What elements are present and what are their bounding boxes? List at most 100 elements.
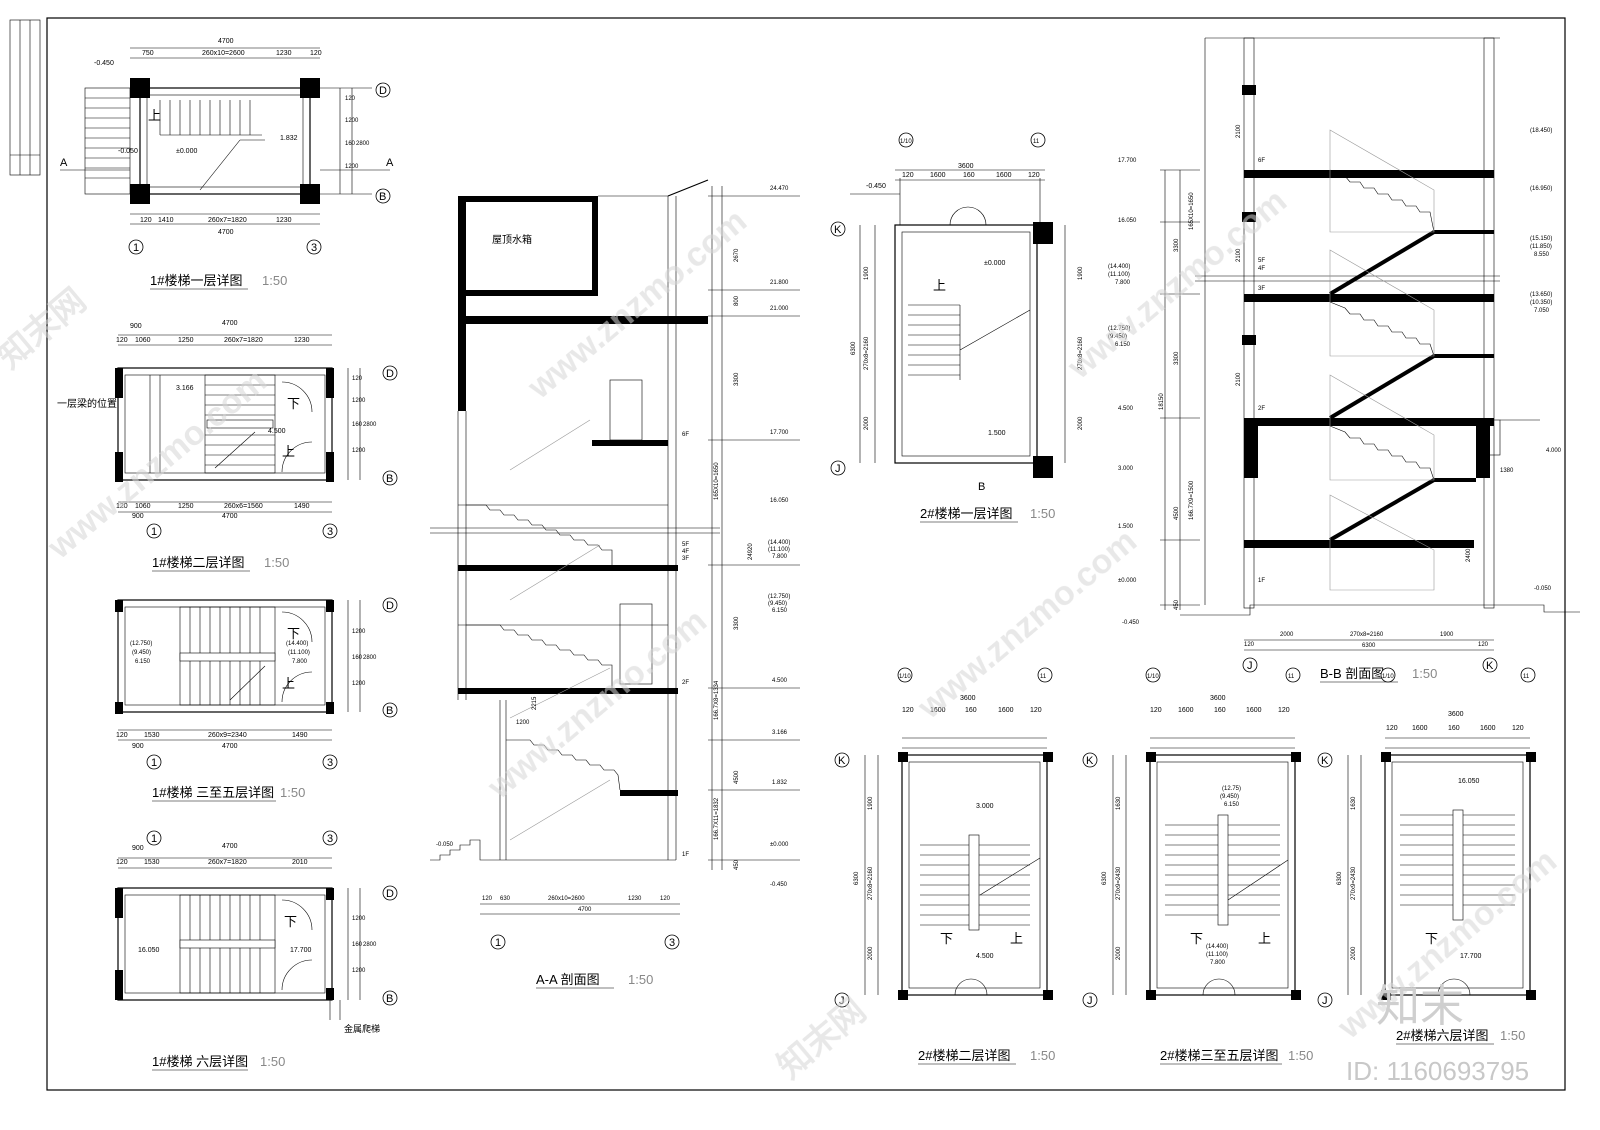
dim-120: 120 [660,896,671,902]
column [300,78,320,98]
elevation: 6.150 [772,608,788,614]
elevation: 3.166 [772,730,788,736]
dim-120: 120 [352,376,363,382]
grid-11: 11 [1033,139,1040,145]
elevation: 7.800 [292,659,308,665]
elevation: 21.000 [770,306,789,312]
elevation: -0.050 [118,148,138,155]
dim-800: 800 [734,295,740,306]
grid-1: 1 [495,937,501,949]
dim-1530: 1530 [144,859,160,866]
section-bb: 6F 5F 4F 3F 2F 1F 17.700 16.050 (14.400)… [1108,37,1580,683]
dim-1490: 1490 [294,503,310,510]
dim-120: 120 [116,859,128,866]
down-label: 下 [287,396,300,411]
dim-total: 4700 [222,320,238,327]
grid-3: 3 [327,833,333,845]
dim-1600: 1600 [1178,707,1194,714]
grid-1: 1 [151,526,157,538]
grid-11: 11 [1040,674,1047,680]
dim-1060: 1060 [135,337,151,344]
dim-900: 900 [132,845,144,852]
dim-2100: 2100 [1236,372,1242,386]
dim-2000: 2000 [1116,946,1122,960]
dim-1600: 1600 [930,707,946,714]
grid-11: 11 [1523,674,1530,680]
dim-1230: 1230 [276,50,292,57]
elevation: 6.150 [1224,802,1240,808]
dim-1410: 1410 [158,217,174,224]
grid-1-10: 1/10 [1382,674,1394,680]
dim-2000: 2000 [1078,416,1084,430]
stair1-floor2-plan: 4700 900 120 1060 1250 260x7=1820 1230 1… [57,320,398,572]
title-strip [9,19,41,176]
section-mark-b: B [978,481,985,493]
grid-k: K [838,755,846,767]
drawing-scale: 1:50 [1500,1028,1525,1043]
dim-1600: 1600 [1480,725,1496,732]
elevation: 17.700 [1118,158,1137,164]
grid-1: 1 [151,833,157,845]
grid-d: D [386,600,394,612]
dim-flight: 260x10=2600 [548,896,585,902]
stair2-floor3-5-plan: 1/10 11 3600 120 1600 160 1600 120 (12.7… [1082,667,1313,1065]
drawing-scale: 1:50 [264,555,289,570]
elevation: 8.550 [1534,252,1550,258]
dim-flight: 260x9=2340 [208,732,247,739]
dim-3300: 3300 [734,372,740,386]
down-label: 下 [1190,931,1203,946]
dim-6300: 6300 [851,341,857,355]
elevation: 17.700 [290,947,312,954]
dim-750: 750 [142,50,154,57]
elevation: 1.832 [280,135,298,142]
dim-2800: 2800 [356,141,370,147]
dim-120: 120 [902,707,914,714]
dim-120: 120 [1028,172,1040,179]
dim-1250: 1250 [178,503,194,510]
up-label: 上 [282,444,295,459]
floor-label: 5F [1258,258,1265,264]
floor-label: 4F [1258,266,1265,272]
section-aa: 屋顶水箱 24.470 21.800 21.000 17.700 16.050 … [430,179,800,989]
elevation: (12.75) [1222,786,1241,792]
dim-1200: 1200 [352,916,366,922]
dim-450: 450 [1174,599,1180,610]
dim-total: 4700 [222,743,238,750]
grid-j: J [1247,660,1253,672]
watermark: www.znzmo.com [480,602,714,807]
dim-1200: 1200 [516,720,530,726]
elevation: 21.800 [770,280,789,286]
elevation: (14.400) [1108,264,1130,270]
drawing-scale: 1:50 [1412,666,1437,681]
grid-k: K [1321,755,1329,767]
elevation: 16.050 [1458,778,1480,785]
grid-d: D [386,888,394,900]
watermark-brand: 知末网 [771,991,874,1086]
grid-3: 3 [311,242,317,254]
elevation: (15.150) [1530,236,1552,242]
floor-label: 6F [682,432,689,438]
elevation: -0.450 [866,183,886,190]
elevation: -0.050 [1534,586,1552,592]
dim-120: 120 [1150,707,1162,714]
dim-3300: 3300 [1174,238,1180,252]
elevation: 16.050 [770,498,789,504]
dim-6300: 6300 [1102,871,1108,885]
dim-3600: 3600 [958,163,974,170]
floor-label: 1F [1258,578,1265,584]
dim-2100: 2100 [1236,124,1242,138]
elevation: (11.100) [768,547,790,553]
elevation: -0.450 [770,882,788,888]
dim-1380: 1380 [1500,468,1514,474]
grid-1-10: 1/10 [900,139,912,145]
elevation: (13.650) [1530,292,1552,298]
drawing-scale: 1:50 [1030,1048,1055,1063]
drawing-title: 2#楼梯二层详图 [918,1048,1010,1063]
dim-2000: 2000 [1351,946,1357,960]
elevation: ±0.000 [770,842,789,848]
grid-1: 1 [133,242,139,254]
dim-2100: 2100 [1236,248,1242,262]
dim-3600: 3600 [960,695,976,702]
grid-3: 3 [327,526,333,538]
elevation: -0.450 [1122,620,1140,626]
